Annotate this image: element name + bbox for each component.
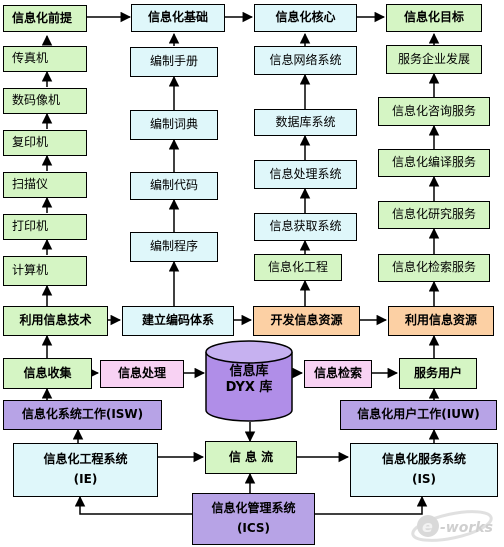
eworks-logo: e -works bbox=[411, 510, 493, 542]
service-system-name: 信息化服务系统 bbox=[381, 452, 466, 467]
database-label: 信息库 DYX 库 bbox=[205, 364, 293, 397]
engineering-system-name: 信息化工程系统 bbox=[43, 452, 128, 467]
system-work-isw: 信息化系统工作(ISW) bbox=[3, 400, 162, 430]
management-system-name: 信息化管理系统 bbox=[211, 501, 296, 516]
management-system: 信息化管理系统 (ICS) bbox=[192, 493, 315, 545]
engineering-system-code: (IE) bbox=[73, 472, 98, 486]
goal-header: 信息化目标 bbox=[386, 4, 482, 32]
user-work-iuw: 信息化用户工作(IUW) bbox=[340, 400, 497, 430]
goal-item-enterprise: 服务企业发展 bbox=[386, 45, 482, 74]
flow-serve-users: 服务用户 bbox=[399, 358, 477, 389]
basis-item-program: 编制程序 bbox=[130, 232, 218, 262]
core-item-processing: 信息处理系统 bbox=[254, 160, 357, 189]
process-use-resources: 利用信息资源 bbox=[388, 306, 494, 336]
service-system: 信息化服务系统 (IS) bbox=[350, 443, 498, 497]
core-item-network: 信息网络系统 bbox=[254, 46, 357, 75]
process-develop-resources: 开发信息资源 bbox=[253, 306, 360, 336]
prereq-item-computer: 计算机 bbox=[3, 256, 87, 286]
prereq-item-printer: 打印机 bbox=[3, 214, 87, 240]
core-item-acquisition: 信息获取系统 bbox=[254, 213, 357, 241]
service-system-code: (IS) bbox=[411, 472, 437, 486]
database-cylinder-icon bbox=[205, 340, 293, 422]
process-use-tech: 利用信息技术 bbox=[3, 306, 108, 336]
basis-item-code: 编制代码 bbox=[130, 172, 218, 200]
prereq-header: 信息化前提 bbox=[3, 5, 87, 32]
prereq-item-copier: 复印机 bbox=[3, 130, 87, 156]
flow-process: 信息处理 bbox=[100, 360, 184, 388]
core-item-database: 数据库系统 bbox=[254, 109, 357, 136]
process-build-coding: 建立编码体系 bbox=[122, 306, 234, 336]
svg-text:-works: -works bbox=[440, 520, 493, 536]
flow-collect: 信息收集 bbox=[3, 358, 92, 389]
engineering-system: 信息化工程系统 (IE) bbox=[13, 443, 158, 497]
basis-header: 信息化基础 bbox=[131, 4, 225, 32]
prereq-item-digital-camera: 数码像机 bbox=[3, 88, 87, 114]
goal-item-translation: 信息化编译服务 bbox=[378, 149, 490, 177]
basis-item-dictionary: 编制词典 bbox=[130, 110, 218, 140]
core-item-engineering: 信息化工程 bbox=[254, 254, 342, 281]
database-label-name: 信息库 bbox=[229, 364, 269, 379]
goal-item-research: 信息化研究服务 bbox=[378, 201, 490, 229]
prereq-item-scanner: 扫描仪 bbox=[3, 172, 87, 198]
svg-text:e: e bbox=[422, 517, 433, 536]
prereq-item-fax: 传真机 bbox=[3, 46, 87, 72]
basis-item-manual: 编制手册 bbox=[130, 47, 218, 77]
information-stream: 信 息 流 bbox=[205, 441, 297, 474]
goal-item-retrieval: 信息化检索服务 bbox=[378, 254, 490, 282]
flow-retrieve: 信息检索 bbox=[304, 360, 372, 388]
core-header: 信息化核心 bbox=[254, 4, 357, 32]
database-label-code: DYX 库 bbox=[225, 380, 273, 396]
management-system-code: (ICS) bbox=[236, 521, 271, 535]
goal-item-consulting: 信息化咨询服务 bbox=[378, 97, 490, 126]
